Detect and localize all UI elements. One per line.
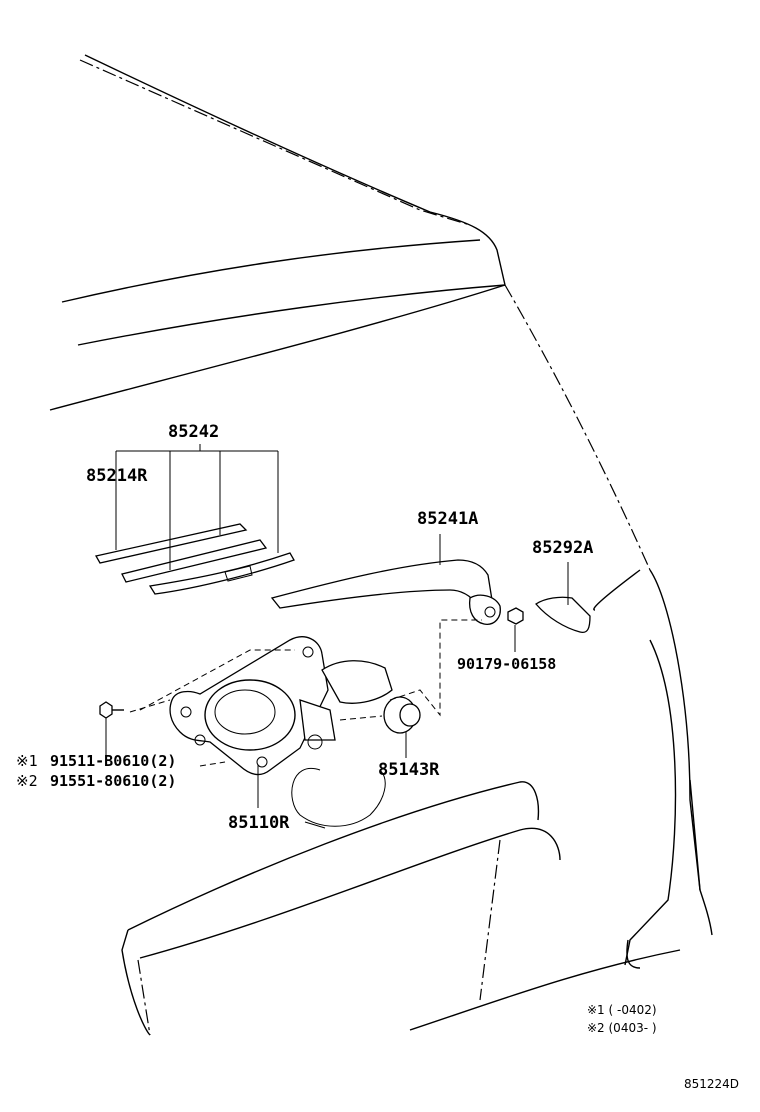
wiper-arm <box>270 534 501 625</box>
wiper-blade-assembly <box>94 523 295 595</box>
label-bolt-1: 91511-B0610(2) <box>50 752 177 770</box>
arm-cover <box>535 562 591 634</box>
label-nut: 90179-06158 <box>457 655 557 673</box>
label-bolt-2: 91551-80610(2) <box>50 772 177 790</box>
motor-leader <box>304 821 326 829</box>
vehicle-body-outline <box>49 54 713 1036</box>
nut <box>507 607 524 652</box>
note-applicability-1: ※1 ( -0402) <box>587 1003 657 1017</box>
wiper-motor-assembly <box>169 636 393 808</box>
label-bolt-2-mark: ※2 <box>16 772 38 790</box>
note-applicability-2: ※2 (0403- ) <box>587 1021 657 1035</box>
assembly-reference-lines <box>129 619 482 767</box>
label-bolt-1-mark: ※1 <box>16 752 38 770</box>
figure-code: 851224D <box>684 1077 740 1091</box>
label-blade-rubber: 85214R <box>86 466 148 486</box>
grommet <box>383 696 421 758</box>
label-arm-cover: 85292A <box>532 538 594 558</box>
label-blade-set: 85242 <box>168 422 220 442</box>
mounting-bolt <box>99 701 124 758</box>
label-wiper-arm: 85241A <box>417 509 479 529</box>
label-motor: 85110R <box>228 813 290 833</box>
label-grommet: 85143R <box>378 760 440 780</box>
blade-group-leaders <box>115 444 279 570</box>
